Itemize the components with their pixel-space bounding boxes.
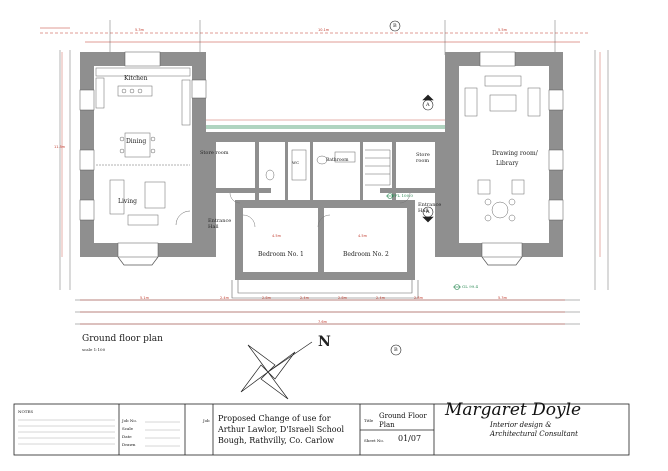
job-title-line-1: Proposed Change of use for (218, 414, 331, 423)
dim-bottom-1: 5.1m (140, 296, 149, 300)
job-title-line-3: Bough, Rathvilly, Co. Carlow (218, 436, 335, 445)
room-label-entrance-left: Entrance Hall (208, 218, 232, 230)
right-wing-walls (445, 51, 564, 266)
room-label-store-left: Store room (200, 150, 229, 156)
room-label-bedroom-2: Bedroom No. 2 (343, 251, 389, 258)
notes-lines (18, 419, 180, 447)
job-label: Job (203, 418, 210, 423)
north-arrow-icon (240, 341, 313, 400)
door-swings (229, 192, 411, 228)
living-furniture (109, 179, 191, 226)
central-walls (206, 132, 445, 280)
room-label-wc: WC (292, 160, 300, 165)
room-label-kitchen: Kitchen (124, 75, 148, 82)
dim-bottom-6: 2.4m (376, 296, 385, 300)
section-marker-label-a1: A (426, 102, 430, 108)
title-label: Title (364, 418, 374, 423)
gl-level-label: GL 99.4 (462, 284, 479, 289)
sheet-number: 01/07 (398, 434, 422, 443)
north-label: N (318, 334, 331, 350)
drawing-title-line-2: Plan (379, 421, 395, 429)
dim-bottom-5: 2.8m (338, 296, 347, 300)
job-no-label: Job No. (122, 418, 137, 423)
date-label: Date (122, 434, 132, 439)
room-label-drawing-room: Drawing room/ (492, 150, 538, 157)
dim-top-center: 10.1m (318, 28, 330, 32)
dim-bottom-7: 2.8m (414, 296, 423, 300)
notes-heading: NOTES (18, 409, 34, 414)
dim-bottom-total: 7.6m (318, 320, 327, 324)
room-label-bedroom-1: Bedroom No. 1 (258, 251, 304, 258)
dim-bedroom-1: 4.5m (272, 234, 281, 238)
plan-scale: scale 1:100 (82, 347, 106, 352)
left-wing-walls (79, 51, 207, 266)
front-steps (231, 280, 419, 299)
section-markers (389, 20, 434, 356)
dim-bottom-8: 5.3m (498, 296, 507, 300)
company-line-2: Interior design & (490, 421, 552, 429)
plan-title: Ground floor plan (82, 334, 163, 344)
company-name: Margaret Doyle (445, 400, 582, 420)
room-label-dining: Dining (126, 138, 147, 145)
level-markers (386, 193, 461, 290)
kitchen-furniture (95, 67, 191, 126)
room-label-store-right: Store room (416, 152, 430, 164)
dimension-chains (61, 52, 601, 325)
bathroom-fittings (265, 149, 391, 186)
dining-furniture (96, 132, 190, 166)
title-block-frame (13, 403, 630, 456)
ffl-level-label: FFL 100.0 (392, 193, 413, 198)
room-label-bathroom: Bathroom (326, 158, 349, 163)
drawn-label: Drawn (122, 442, 136, 447)
corridor-glazing (206, 125, 445, 129)
section-marker-label-a2: A (426, 209, 430, 215)
drawing-room-furniture (464, 75, 541, 222)
scale-label: Scale (122, 426, 134, 431)
company-line-3: Architectural Consultant (490, 430, 578, 438)
dim-bottom-4: 2.4m (300, 296, 309, 300)
room-label-library: Library (496, 160, 519, 167)
dim-bedroom-2: 4.5m (358, 234, 367, 238)
drawing-title-line-1: Ground Floor (379, 412, 427, 420)
top-dimension-lines (40, 27, 590, 43)
dim-bottom-2: 2.4m (220, 296, 229, 300)
section-marker-label-top: B (393, 23, 397, 29)
room-label-entrance-right: Entrance Hall (418, 202, 442, 214)
dim-bottom-3: 2.8m (262, 296, 271, 300)
job-title-line-2: Arthur Lawlor, D'Israeli School (218, 425, 344, 434)
room-label-living: Living (118, 198, 137, 205)
dim-top-right: 5.5m (498, 28, 507, 32)
dim-top-left: 5.3m (135, 28, 144, 32)
dim-left: 11.5m (54, 145, 66, 149)
sheet-label: Sheet No. (364, 438, 385, 443)
section-marker-label-bottom: B (394, 347, 398, 353)
